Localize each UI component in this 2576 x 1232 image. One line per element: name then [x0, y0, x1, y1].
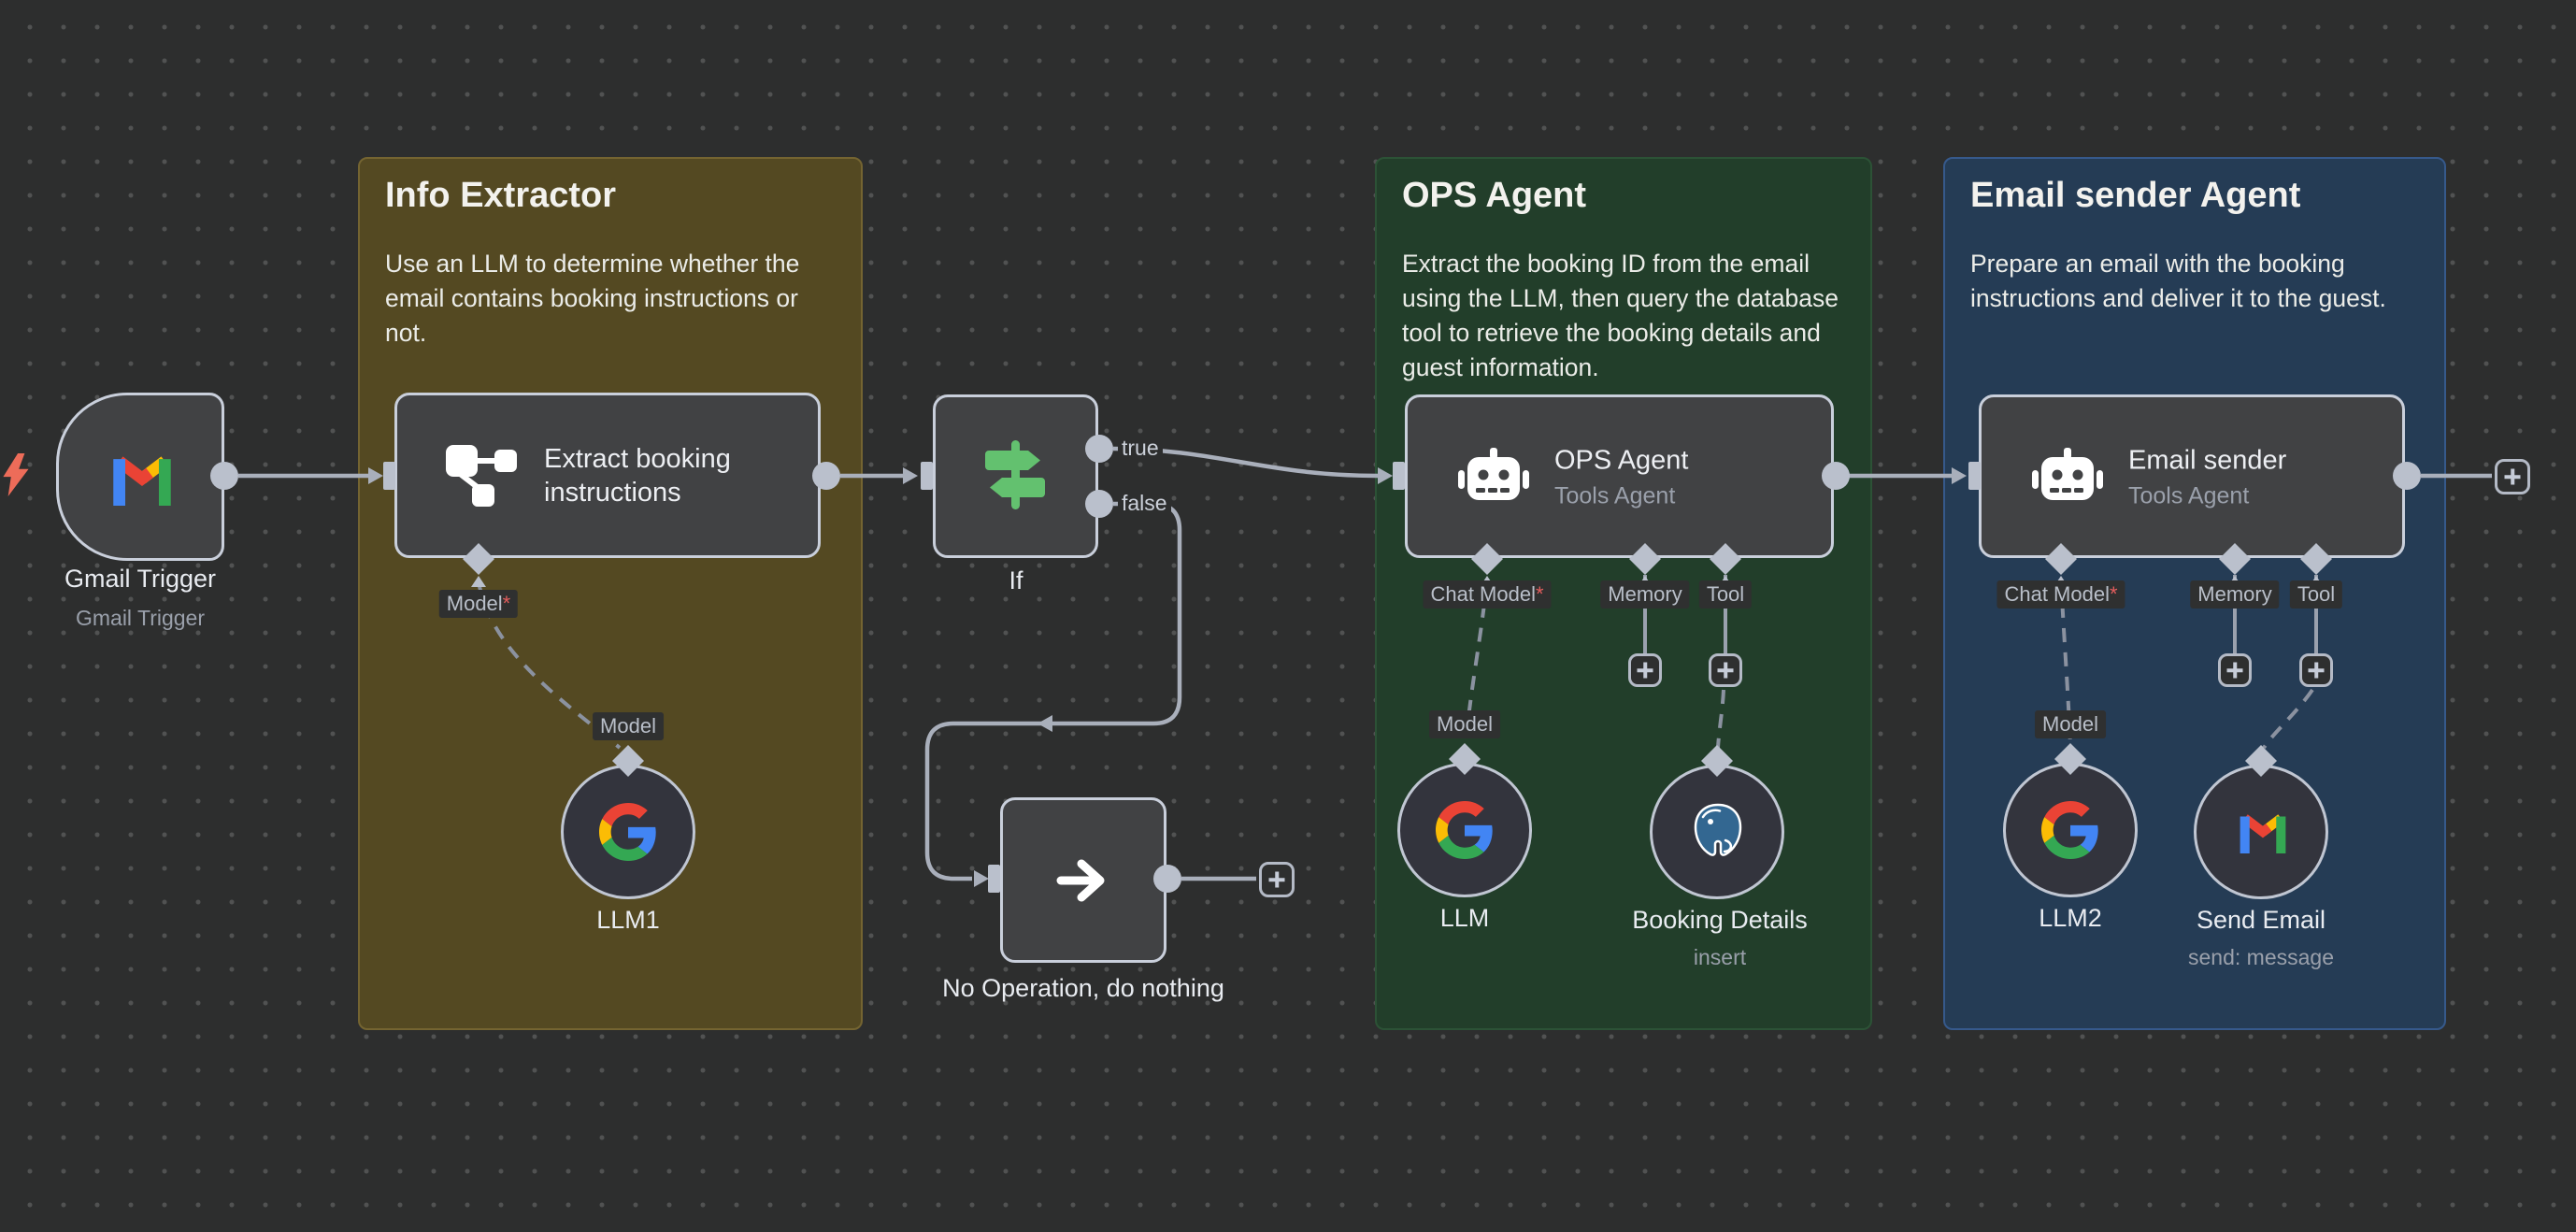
group-title: OPS Agent [1402, 176, 1587, 215]
port-label-chat-model-ops: Chat Model* [1423, 580, 1552, 609]
add-memory-button-ops[interactable] [1628, 653, 1662, 687]
node-extract-booking-instructions[interactable]: Extract booking instructions [394, 393, 821, 558]
robot-icon [2032, 448, 2103, 508]
group-title: Email sender Agent [1970, 176, 2301, 215]
add-tool-button-ops[interactable] [1709, 653, 1742, 687]
lightning-trigger-icon [3, 453, 29, 496]
node-subtitle: Tools Agent [1554, 482, 1676, 509]
node-title: OPS Agent [1554, 445, 1689, 475]
group-description: Extract the booking ID from the email us… [1402, 250, 1839, 381]
node-email-sender[interactable]: Email sender Tools Agent [1979, 394, 2405, 558]
port-label-memory-email: Memory [2190, 580, 2280, 609]
subnode-llm2[interactable] [2003, 763, 2138, 897]
port-label-chat-model-email: Chat Model* [1996, 580, 2125, 609]
port-label-model-llm: Model [1429, 710, 1500, 738]
add-node-button[interactable] [1259, 862, 1295, 897]
subnode-label-send-email: Send Email [2196, 906, 2326, 934]
robot-icon [1458, 448, 1529, 508]
branch-label-false: false [1118, 491, 1171, 515]
input-port [921, 462, 933, 490]
gmail-icon [2236, 810, 2290, 853]
gmail-icon [107, 451, 177, 506]
input-port [988, 865, 1000, 893]
port-label-model-llm1: Model [593, 712, 664, 740]
add-memory-button-email[interactable] [2218, 653, 2252, 687]
subnode-label-llm1: LLM1 [596, 906, 660, 934]
port-label-model-llm2: Model [2035, 710, 2106, 738]
subnode-label-llm: LLM [1439, 904, 1490, 932]
node-label-no-operation: No Operation, do nothing [942, 974, 1224, 1002]
subnode-booking-details[interactable] [1650, 765, 1784, 899]
node-label-if: If [1009, 566, 1023, 595]
subnode-sublabel-send-email: send: message [2188, 945, 2334, 969]
subnode-sublabel-booking-details: insert [1693, 945, 1747, 969]
arrow-right-icon [1055, 854, 1115, 907]
branch-label-true: true [1118, 436, 1163, 460]
postgres-icon [1688, 801, 1748, 861]
node-ops-agent[interactable]: OPS Agent Tools Agent [1405, 394, 1834, 558]
subnode-label-booking-details: Booking Details [1632, 906, 1808, 934]
signpost-icon [980, 438, 1050, 511]
port-label-model-required: Model* [438, 590, 519, 618]
subnode-llm[interactable] [1397, 763, 1532, 897]
group-description: Use an LLM to determine whether the emai… [385, 250, 800, 347]
port-label-memory-ops: Memory [1600, 580, 1690, 609]
node-if[interactable] [933, 394, 1098, 558]
google-icon [599, 803, 657, 861]
node-subtitle: Tools Agent [2128, 482, 2250, 509]
node-gmail-trigger[interactable] [56, 393, 224, 561]
subnode-llm1[interactable] [561, 765, 695, 899]
port-label-tool-ops: Tool [1698, 580, 1753, 609]
add-node-button[interactable] [2495, 459, 2530, 494]
information-extractor-icon [446, 443, 519, 507]
node-no-operation[interactable] [1000, 797, 1166, 963]
port-label-tool-email: Tool [2289, 580, 2343, 609]
group-description: Prepare an email with the booking instru… [1970, 250, 2386, 312]
google-icon [2041, 801, 2099, 859]
group-title: Info Extractor [385, 176, 617, 215]
google-icon [1436, 801, 1494, 859]
node-sublabel-gmail-trigger: Gmail Trigger [75, 606, 206, 630]
node-title: Email sender [2128, 445, 2287, 475]
node-title: Extract booking instructions [544, 443, 731, 508]
node-label-gmail-trigger: Gmail Trigger [64, 565, 217, 593]
subnode-label-llm2: LLM2 [2039, 904, 2102, 932]
group-info-extractor[interactable]: Info Extractor Use an LLM to determine w… [358, 157, 863, 1030]
subnode-send-email[interactable] [2194, 765, 2328, 899]
add-tool-button-email[interactable] [2299, 653, 2333, 687]
